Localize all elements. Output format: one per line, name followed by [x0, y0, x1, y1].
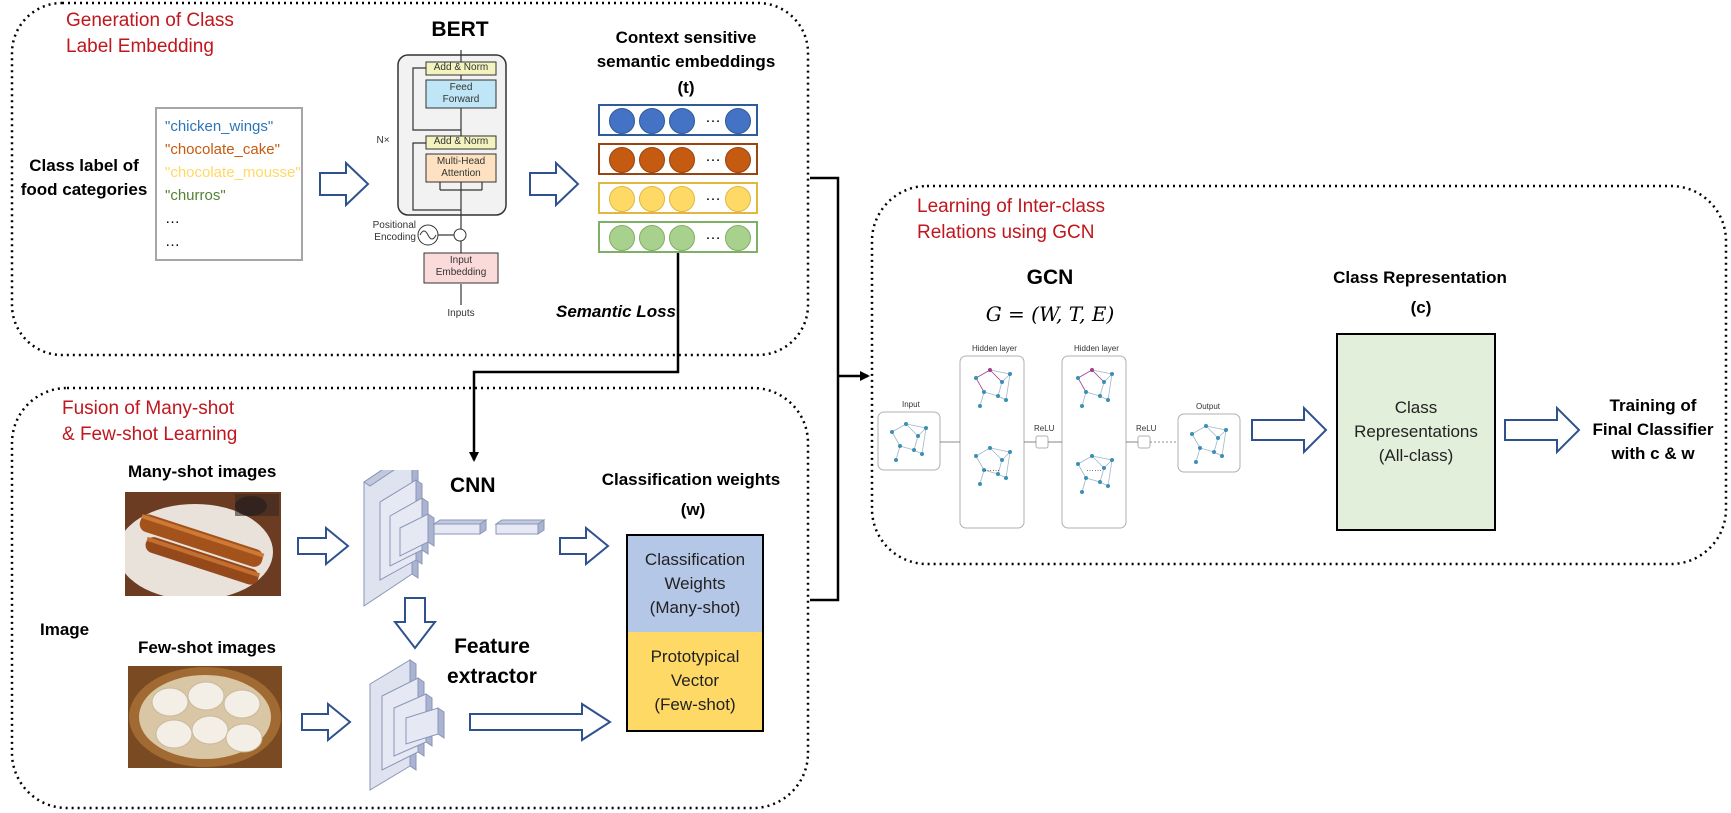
gcn-hidden-layer-1-label: Hidden layer	[972, 344, 1017, 353]
embedding-ellipsis: …	[705, 226, 721, 243]
arrow-cnn-to-weights	[559, 525, 610, 567]
few-shot-label: Few-shot images	[138, 638, 276, 657]
class-label-item: …	[165, 210, 180, 227]
gcn-relu-2-label: ReLU	[1136, 424, 1157, 433]
class-label-item: "chicken_wings"	[165, 118, 274, 135]
embedding-to-gcn-connector	[810, 176, 840, 602]
classification-weights-box: Classification Weights (Many-shot)	[626, 534, 764, 632]
gcn-output-label: Output	[1196, 402, 1221, 411]
embedding-dot	[639, 147, 665, 173]
embedding-ellipsis: …	[705, 148, 721, 165]
many-shot-photo-churros	[125, 492, 281, 596]
arrow-labels-to-bert	[319, 160, 370, 208]
embedding-dot	[609, 108, 635, 134]
many-shot-label: Many-shot images	[128, 462, 277, 481]
bert-architecture	[397, 50, 507, 305]
embedding-row: …	[598, 182, 758, 214]
class-label-box: "chicken_wings" "chocolate_cake" "chocolat…	[155, 107, 303, 261]
embedding-dot	[669, 225, 695, 251]
semantic-loss-label: Semantic Loss	[556, 302, 676, 321]
arrow-gcn-to-class-rep	[1251, 405, 1328, 455]
gcn-hidden-layer-2-label: Hidden layer	[1074, 344, 1119, 353]
arrow-cnn-down	[392, 597, 438, 650]
semantic-loss-connector	[469, 251, 680, 462]
bert-add-norm-bottom: Add & Norm	[433, 136, 489, 147]
class-representation-title: Class Representation	[1333, 268, 1507, 287]
embeddings-title: Context sensitive semantic embeddings	[596, 28, 776, 71]
gcn-ellipsis-2: ……	[1086, 464, 1102, 473]
class-representations-box: Class Representations (All-class)	[1336, 333, 1496, 531]
embedding-row: …	[598, 104, 758, 136]
final-classifier-label: Training of Final Classifier with c & w	[1592, 396, 1714, 463]
image-label: Image	[40, 620, 90, 639]
gcn-network-graphic	[877, 355, 1241, 529]
class-label-title: Class label of food categories	[20, 156, 148, 199]
gcn-ellipsis-1: ……	[984, 464, 1000, 473]
gcn-title: GCN	[1026, 266, 1074, 289]
class-label-list: "chicken_wings" "chocolate_cake" "chocolat…	[157, 109, 301, 253]
embedding-dot	[609, 186, 635, 212]
class-label-item: …	[165, 233, 180, 250]
bert-add-norm-top: Add & Norm	[433, 62, 489, 73]
classification-weights-symbol: (w)	[680, 500, 706, 519]
embedding-row: …	[598, 221, 758, 253]
embedding-dot	[609, 147, 635, 173]
bert-multi-head-attention: Multi-Head Attention	[436, 156, 486, 179]
bert-title: BERT	[431, 18, 489, 41]
few-shot-photo-dumplings	[128, 666, 282, 768]
gcn-input-label: Input	[902, 400, 920, 409]
arrow-extractor-to-weights	[469, 702, 612, 742]
embedding-dot	[725, 225, 751, 251]
gcn-section-title: Learning of Inter-class Relations using …	[917, 196, 1105, 243]
gcn-graph-nodes	[890, 368, 1228, 494]
arrow-bert-to-embeddings	[529, 160, 580, 208]
gcn-equation: G = (W, T, E)	[985, 302, 1115, 326]
arrow-manyshot-to-cnn	[297, 525, 350, 567]
class-representation-symbol: (c)	[1410, 298, 1432, 317]
fusion-section-title: Fusion of Many-shot & Few-shot Learning	[62, 398, 238, 445]
bert-positional-encoding: Positional Encoding	[372, 220, 416, 243]
embedding-dot	[725, 108, 751, 134]
generation-region-border	[10, 1, 810, 357]
classification-weights-title: Classification weights	[601, 470, 781, 489]
class-label-item: "chocolate_cake"	[165, 141, 280, 158]
embedding-row: …	[598, 143, 758, 175]
bert-input-embedding: Input Embedding	[435, 255, 487, 278]
bert-inputs: Inputs	[447, 308, 475, 319]
arrow-fewshot-to-extractor	[301, 701, 352, 743]
bert-feed-forward: Feed Forward	[442, 82, 480, 105]
embedding-dot	[639, 108, 665, 134]
arrow-class-rep-to-final	[1504, 405, 1581, 455]
feature-extractor-label: Feature extractor	[447, 635, 537, 688]
bert-nx: N×	[376, 135, 390, 146]
fusion-region-border	[10, 386, 810, 810]
cnn-label: CNN	[450, 474, 496, 497]
embedding-dot	[639, 225, 665, 251]
embedding-dot	[725, 147, 751, 173]
gcn-relu-1-label: ReLU	[1034, 424, 1055, 433]
embedding-dot	[669, 108, 695, 134]
class-label-item: "churros"	[165, 187, 226, 204]
embedding-dot	[725, 186, 751, 212]
cnn-stack	[363, 470, 546, 607]
embedding-dot	[609, 225, 635, 251]
embedding-ellipsis: …	[705, 109, 721, 126]
embedding-dot	[639, 186, 665, 212]
embeddings-symbol: (t)	[677, 78, 695, 97]
prototypical-vector-box: Prototypical Vector (Few-shot)	[626, 632, 764, 732]
embedding-ellipsis: …	[705, 187, 721, 204]
gcn-region-border	[870, 184, 1728, 566]
generation-section-title: Generation of Class Label Embedding	[66, 10, 234, 57]
feature-extractor-stack	[369, 659, 445, 791]
embedding-dot	[669, 147, 695, 173]
class-label-item: "chocolate_mousse"	[165, 164, 301, 181]
embedding-dot	[669, 186, 695, 212]
